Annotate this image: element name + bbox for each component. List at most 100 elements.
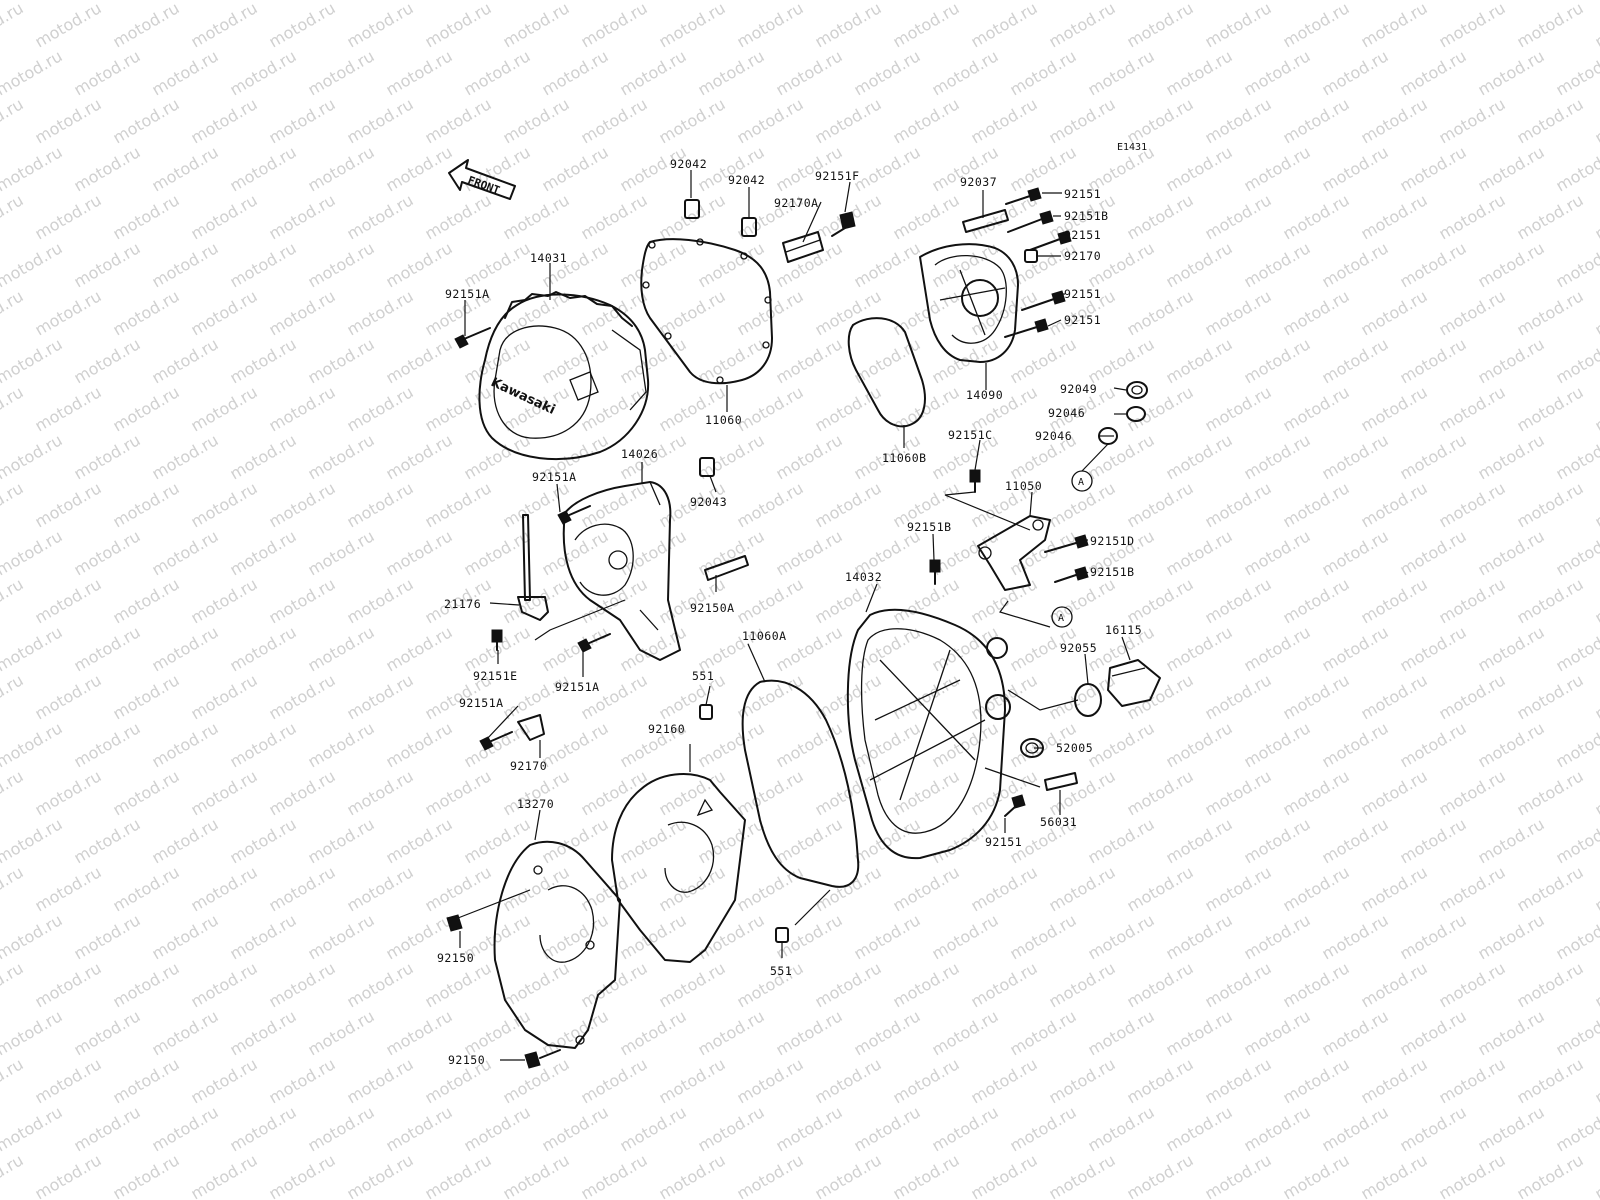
svg-text:A: A — [1058, 613, 1064, 624]
label-21176: 21176 — [444, 597, 481, 611]
label-11060: 11060 — [705, 413, 742, 427]
label-551-a: 551 — [692, 669, 714, 683]
dowel-551-bottom — [775, 927, 789, 943]
label-11060B: 11060B — [882, 451, 927, 465]
part-number-labels: 92042 92042 92151F 92170A 92037 92151 92… — [437, 157, 1142, 1067]
bolt-92151B-r2 — [1007, 210, 1054, 233]
label-11060A: 11060A — [742, 629, 787, 643]
o-ring-92055 — [1074, 683, 1102, 717]
gasket-11060 — [640, 238, 773, 385]
bolt-92151-r3 — [1029, 230, 1072, 251]
label-92170-r4: 92170 — [1064, 249, 1101, 263]
bolt-92151F — [831, 211, 856, 237]
dowel-551-top — [699, 704, 713, 720]
guard-92160 — [611, 773, 746, 963]
label-92151D: 92151D — [1090, 534, 1135, 548]
bolt-92151A-mid — [557, 505, 591, 525]
clamp-92170A — [782, 231, 824, 263]
label-92151-r6: 92151 — [1064, 313, 1101, 327]
gasket-11060A — [741, 679, 860, 888]
label-92046-b: 92046 — [1035, 429, 1072, 443]
label-11050: 11050 — [1005, 479, 1042, 493]
bolt-92151-r1 — [1005, 187, 1042, 205]
label-92151A-l4: 92151A — [459, 696, 504, 710]
label-92151B-r2: 92151B — [1064, 209, 1109, 223]
clutch-cover-14032 — [846, 608, 1011, 860]
label-92046-a: 92046 — [1048, 406, 1085, 420]
seal-92049 — [1126, 381, 1148, 399]
label-92049: 92049 — [1060, 382, 1097, 396]
label-92151B-mid: 92151B — [907, 520, 952, 534]
figure-code: E1431 — [1117, 142, 1147, 153]
bolt-92151D — [1044, 534, 1089, 553]
plate-92037 — [962, 209, 1009, 233]
label-56031: 56031 — [1040, 815, 1077, 829]
front-label: FRONT — [466, 174, 502, 198]
leader-lines — [457, 170, 1131, 1061]
label-14090: 14090 — [966, 388, 1003, 402]
bolt-92151A-low — [577, 633, 611, 653]
label-92151-r1: 92151 — [1064, 187, 1101, 201]
label-92151A-l2: 92151A — [532, 470, 577, 484]
bracket-11050 — [977, 515, 1051, 591]
label-92151A-l3: 92151A — [555, 680, 600, 694]
label-92043: 92043 — [690, 495, 727, 509]
collar-92170-r4 — [1024, 249, 1038, 263]
seal-92046-a — [1126, 406, 1146, 422]
dowel-92042-a — [684, 199, 700, 219]
label-92150-a: 92150 — [437, 951, 474, 965]
label-92042-b: 92042 — [728, 173, 765, 187]
bolt-92151B-mid — [929, 559, 941, 585]
bolt-92151-bottom — [1004, 794, 1026, 817]
bolt-92151-r5 — [1021, 290, 1066, 311]
bolt-92151B-right — [1054, 566, 1089, 583]
label-92042-a: 92042 — [670, 157, 707, 171]
label-551-b: 551 — [770, 964, 792, 978]
label-92151F: 92151F — [815, 169, 860, 183]
label-92150A: 92150A — [690, 601, 735, 615]
generator-cover-14031: Kawasaki — [478, 291, 650, 461]
label-92151A-l1: 92151A — [445, 287, 490, 301]
label-14026: 14026 — [621, 447, 658, 461]
label-16115: 16115 — [1105, 623, 1142, 637]
label-92055: 92055 — [1060, 641, 1097, 655]
clamp-92170-left — [517, 714, 545, 741]
gasket-11060-bolt-holes — [642, 238, 772, 384]
shaft-21176 — [517, 514, 549, 621]
label-92150-b: 92150 — [448, 1053, 485, 1067]
label-92151-r3: 92151 — [1064, 228, 1101, 242]
label-52005: 52005 — [1056, 741, 1093, 755]
bolt-92151A-bottom — [479, 731, 513, 751]
label-13270: 13270 — [517, 797, 554, 811]
oil-filler-cap-16115 — [1107, 659, 1161, 707]
label-92160: 92160 — [648, 722, 685, 736]
kawasaki-logo-text: Kawasaki — [488, 375, 557, 418]
label-14032: 14032 — [845, 570, 882, 584]
callout-A-top: A — [1071, 470, 1093, 492]
label-92037: 92037 — [960, 175, 997, 189]
dowel-92042-b — [741, 217, 757, 237]
callout-A-mid: A — [1051, 606, 1073, 628]
label-92151E: 92151E — [473, 669, 518, 683]
dowel-92043 — [699, 457, 715, 477]
bolt-92151-r6 — [1004, 318, 1049, 338]
label-92170-left: 92170 — [510, 759, 547, 773]
label-92151-r5: 92151 — [1064, 287, 1101, 301]
label-92151C: 92151C — [948, 428, 993, 442]
cover-14026 — [562, 481, 681, 661]
label-92151B-right: 92151B — [1090, 565, 1135, 579]
bolt-92151C — [969, 469, 981, 493]
label-14031: 14031 — [530, 251, 567, 265]
guard-13270 — [493, 840, 621, 1049]
bolt-92151E — [491, 629, 503, 651]
bolt-92151A-top — [454, 327, 491, 349]
gasket-11060B — [847, 317, 926, 428]
label-92170A: 92170A — [774, 196, 819, 210]
label-plate-56031 — [1044, 772, 1078, 791]
front-direction-arrow-icon: FRONT — [448, 159, 516, 200]
bolt-92150-lower — [524, 1049, 561, 1069]
label-92151-bottom: 92151 — [985, 835, 1022, 849]
